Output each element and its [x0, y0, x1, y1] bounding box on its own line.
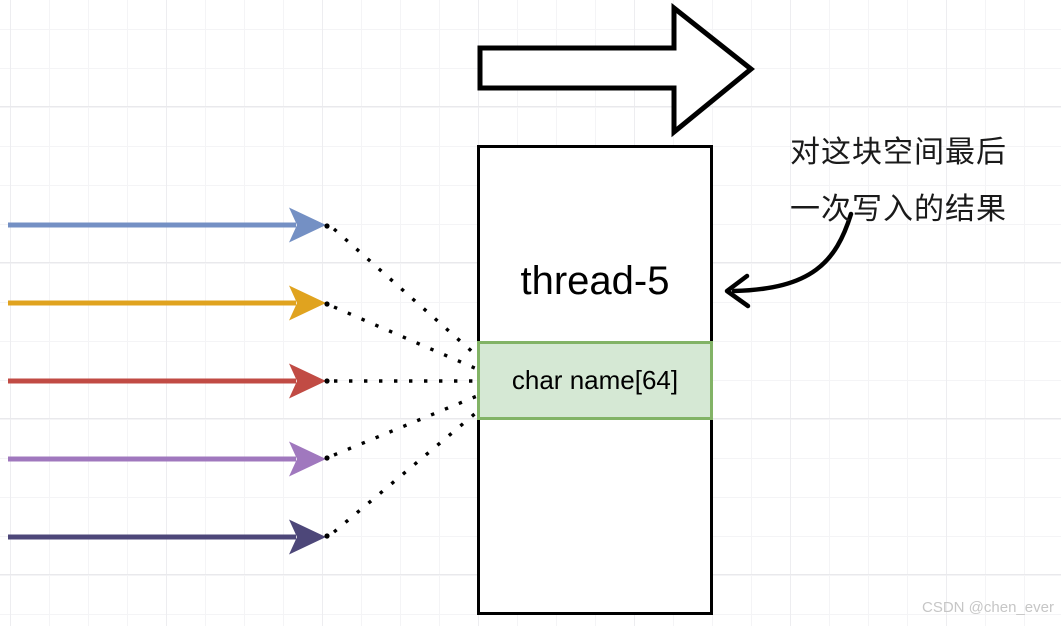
writer-arrowhead-icon [289, 363, 326, 399]
writer-arrowhead-icon [289, 285, 326, 321]
annotation-line-1: 对这块空间最后 [790, 136, 1007, 169]
connector-endpoint-dot [324, 223, 330, 229]
annotation-text: 对这块空间最后 一次写入的结果 [790, 124, 1040, 238]
writer-arrow-purple [8, 394, 478, 477]
writer-arrow-navy [8, 410, 479, 555]
shared-field-label: char name[64] [511, 365, 679, 395]
watermark: CSDN @chen_ever [922, 599, 1054, 616]
dotted-connector [333, 394, 478, 457]
direction-block-arrow-icon [477, 2, 755, 138]
thread-box-title: thread-5 [520, 259, 670, 303]
writer-arrowhead-icon [289, 441, 326, 477]
curved-arrow-line [731, 211, 854, 294]
writer-arrow-red [8, 363, 477, 399]
writer-arrow-blue [8, 207, 479, 358]
writer-arrow-orange [8, 285, 478, 371]
connector-endpoint-dot [324, 301, 330, 307]
writer-arrowhead-icon [289, 207, 326, 243]
dotted-connector [333, 305, 478, 371]
annotation-line-2: 一次写入的结果 [790, 193, 1007, 226]
curved-arrowhead-icon [724, 273, 751, 309]
connector-endpoint-dot [324, 533, 330, 539]
dotted-connector [332, 227, 479, 358]
connector-endpoint-dot [324, 455, 330, 461]
annotation-curved-arrow [724, 211, 854, 309]
connector-endpoint-dot [324, 378, 330, 384]
shared-field: char name[64] [477, 341, 713, 420]
dotted-connector [332, 410, 479, 534]
writer-arrowhead-icon [289, 519, 326, 555]
